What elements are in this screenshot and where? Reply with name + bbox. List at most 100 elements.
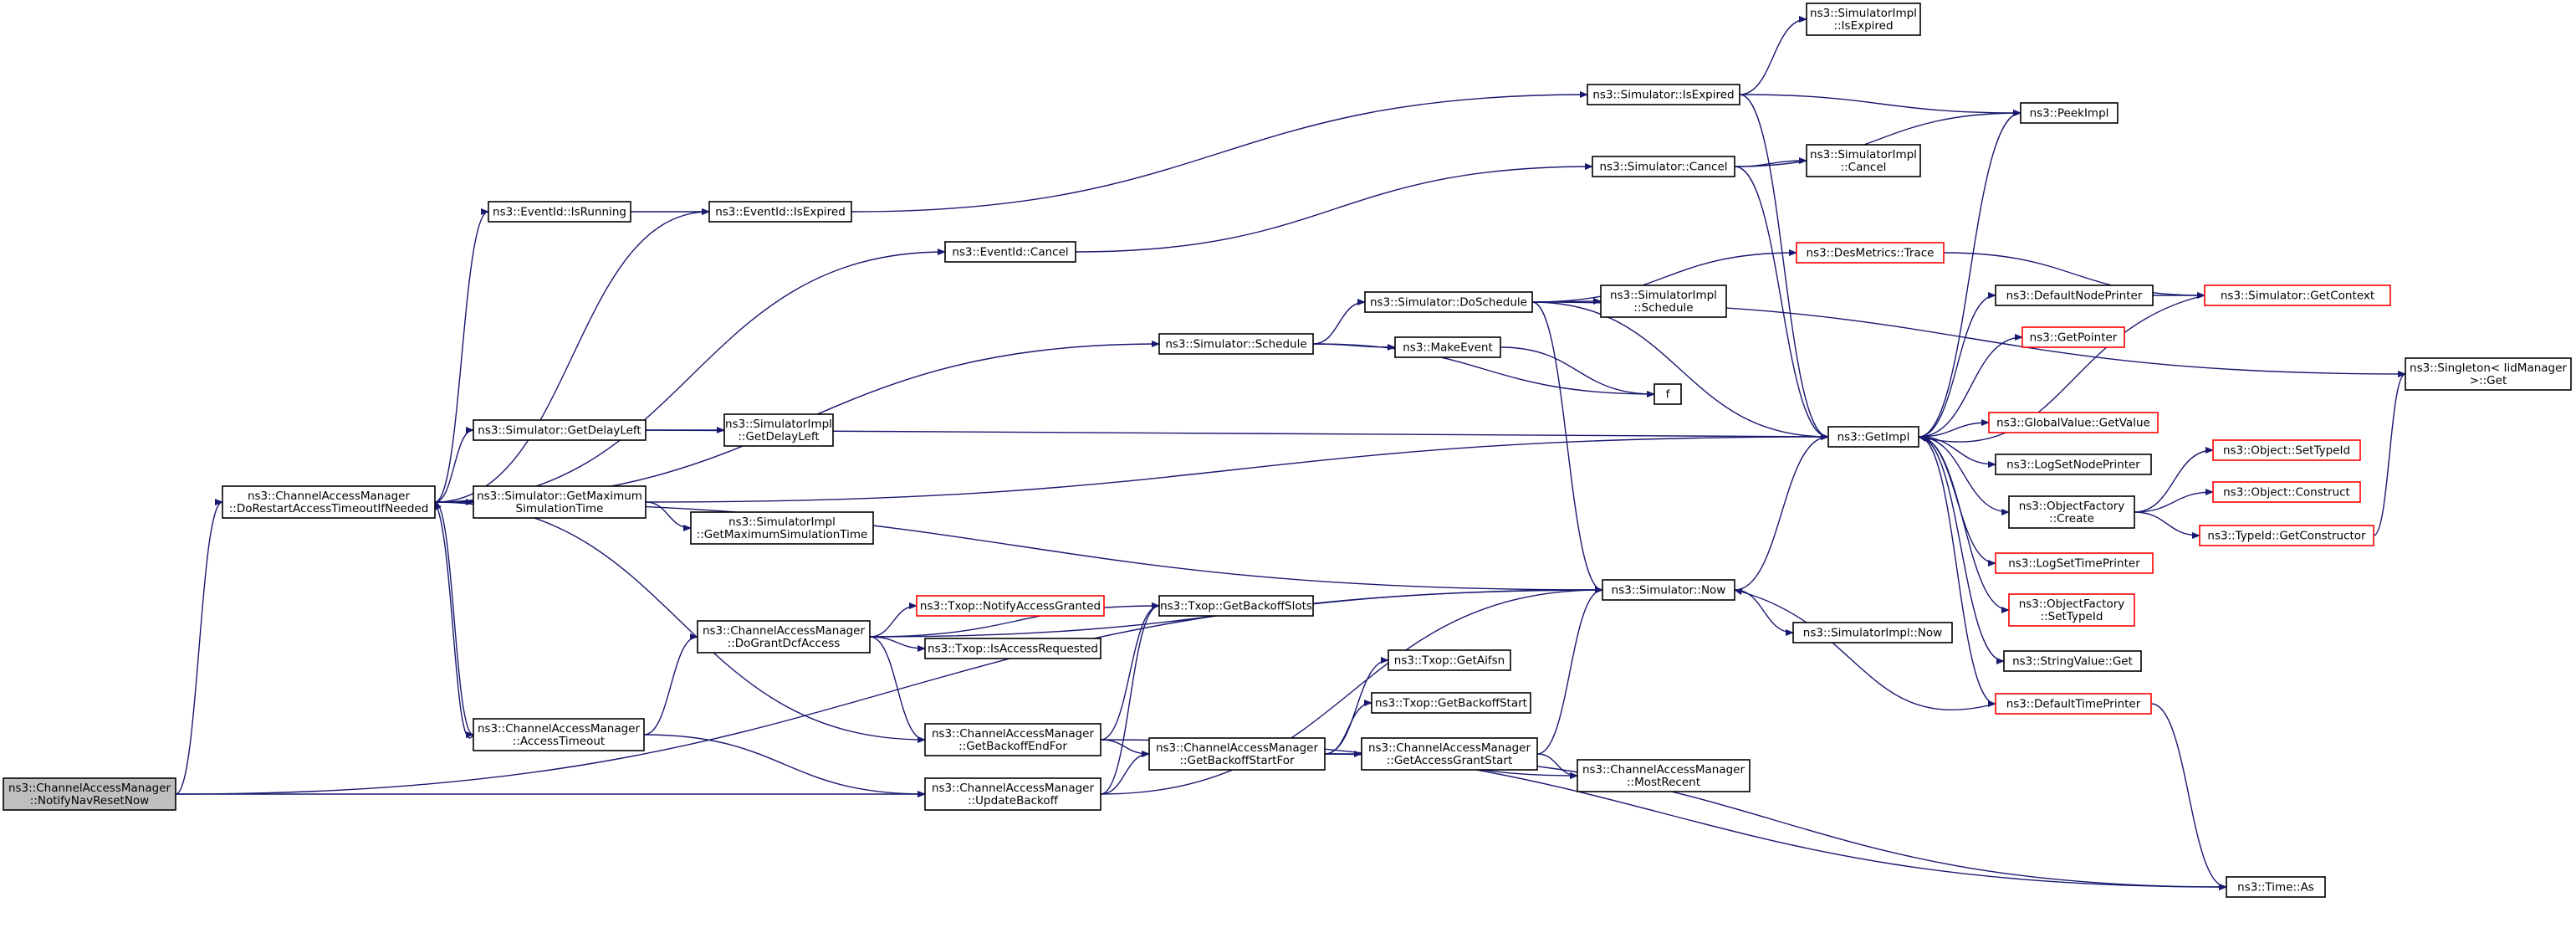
node-logSetTimePrinter[interactable]: ns3::LogSetTimePrinter <box>1995 552 2154 574</box>
node-label: ns3::Txop::IsAccessRequested <box>928 643 1098 656</box>
node-txopNotify[interactable]: ns3::Txop::NotifyAccessGranted <box>916 595 1105 617</box>
node-peekImpl[interactable]: ns3::PeekImpl <box>2020 102 2119 124</box>
node-stringValueGet[interactable]: ns3::StringValue::Get <box>2003 650 2142 672</box>
node-label: ::GetDelayLeft <box>738 430 819 443</box>
node-label: ::DoRestartAccessTimeoutIfNeeded <box>229 502 429 515</box>
edge-doRestart-to-accessTimeout <box>434 501 474 738</box>
node-label: ns3::SimulatorImpl <box>1610 289 1717 302</box>
node-simNow[interactable]: ns3::Simulator::Now <box>1602 579 1735 601</box>
node-getAccessGrant[interactable]: ns3::ChannelAccessManager::GetAccessGran… <box>1361 737 1538 771</box>
node-label: ::AccessTimeout <box>513 735 605 748</box>
node-box <box>473 718 645 751</box>
node-defaultNodePrinter[interactable]: ns3::DefaultNodePrinter <box>1995 285 2154 306</box>
node-box <box>1602 579 1735 601</box>
node-logSetNodePrinter[interactable]: ns3::LogSetNodePrinter <box>1995 454 2152 475</box>
edge-typeIdGetCtor-to-singletonGet <box>2373 371 2406 536</box>
node-simGetMaxTime[interactable]: ns3::Simulator::GetMaximumSimulationTime <box>473 485 647 519</box>
edge-simNow-to-getImpl <box>1734 433 1829 591</box>
node-box <box>2212 481 2361 503</box>
node-implNow[interactable]: ns3::SimulatorImpl::Now <box>1792 622 1953 643</box>
edge-getBackoffEnd-to-txopBackoffSlots <box>1100 602 1160 741</box>
node-notifyNav[interactable]: ns3::ChannelAccessManager::NotifyNavRese… <box>3 777 176 811</box>
node-box <box>916 595 1105 617</box>
node-doGrant[interactable]: ns3::ChannelAccessManager::DoGrantDcfAcc… <box>697 620 871 654</box>
node-simGetDelayLeft[interactable]: ns3::Simulator::GetDelayLeft <box>473 419 647 441</box>
node-getBackoffStart[interactable]: ns3::ChannelAccessManager::GetBackoffSta… <box>1148 737 1326 771</box>
node-label: ns3::ChannelAccessManager <box>932 727 1095 741</box>
node-label: ns3::EventId::IsRunning <box>493 206 626 219</box>
node-label: ns3::LogSetTimePrinter <box>2008 557 2140 571</box>
node-label: ns3::GetImpl <box>1837 431 1910 444</box>
node-box <box>1361 737 1538 771</box>
node-box <box>1158 595 1314 617</box>
node-simIsExpired[interactable]: ns3::Simulator::IsExpired <box>1587 84 1740 105</box>
node-accessTimeout[interactable]: ns3::ChannelAccessManager::AccessTimeout <box>473 718 645 751</box>
node-box <box>1587 84 1740 105</box>
edge-eventIsExpired-to-simIsExpired <box>851 91 1588 213</box>
edge-desTrace-to-simGetContext <box>1943 252 2205 299</box>
edge-getImpl-to-getPointer <box>1918 334 2023 438</box>
node-desTrace[interactable]: ns3::DesMetrics::Trace <box>1796 242 1945 264</box>
node-implIsExpired[interactable]: ns3::SimulatorImpl::IsExpired <box>1806 3 1921 36</box>
node-defaultTimePrinter[interactable]: ns3::DefaultTimePrinter <box>1995 693 2152 715</box>
node-objSetTypeId[interactable]: ns3::Object::SetTypeId <box>2212 439 2361 461</box>
node-box <box>708 201 852 223</box>
edge-doRestart-to-eventIsRunning <box>434 208 489 503</box>
node-mostRecent[interactable]: ns3::ChannelAccessManager::MostRecent <box>1577 759 1751 792</box>
node-globalValue[interactable]: ns3::GlobalValue::GetValue <box>1988 412 2159 433</box>
node-label: ::SetTypeId <box>2041 610 2103 623</box>
node-implGetMaxTime[interactable]: ns3::SimulatorImpl::GetMaximumSimulation… <box>690 511 874 545</box>
node-box <box>944 241 1076 263</box>
node-box <box>690 511 874 545</box>
edge-simDoSchedule-to-getImpl <box>1531 301 1829 440</box>
node-label: >::Get <box>2470 374 2507 387</box>
node-objFactoryCreate[interactable]: ns3::ObjectFactory::Create <box>2008 495 2135 529</box>
node-implGetDelayLeft[interactable]: ns3::SimulatorImpl::GetDelayLeft <box>723 413 834 447</box>
node-label: ns3::ObjectFactory <box>2019 597 2125 611</box>
edge-simDoSchedule-to-simNow <box>1531 301 1603 593</box>
node-eventIsRunning[interactable]: ns3::EventId::IsRunning <box>488 201 631 223</box>
node-singletonGet[interactable]: ns3::Singleton< IidManager >::Get <box>2405 357 2572 391</box>
node-getPointer[interactable]: ns3::GetPointer <box>2021 326 2125 348</box>
node-getImpl[interactable]: ns3::GetImpl <box>1827 426 1919 448</box>
node-label: ns3::ChannelAccessManager <box>1156 741 1319 755</box>
node-objFactorySetTypeId[interactable]: ns3::ObjectFactory::SetTypeId <box>2008 593 2135 627</box>
node-makeEvent[interactable]: ns3::MakeEvent <box>1394 336 1501 358</box>
node-getBackoffEnd[interactable]: ns3::ChannelAccessManager::GetBackoffEnd… <box>924 723 1101 756</box>
node-box <box>1394 336 1501 358</box>
node-timeAs[interactable]: ns3::Time::As <box>2226 876 2326 898</box>
node-simDoSchedule[interactable]: ns3::Simulator::DoSchedule <box>1364 291 1533 313</box>
edge-getBackoffStart-to-txopBackoffStart <box>1324 700 1372 755</box>
node-txopAifsn[interactable]: ns3::Txop::GetAifsn <box>1388 649 1511 671</box>
node-txopIsReq[interactable]: ns3::Txop::IsAccessRequested <box>924 638 1101 659</box>
node-label: ns3::EventId::IsExpired <box>715 206 846 219</box>
edge-getAccessGrant-to-mostRecent <box>1536 753 1578 779</box>
edge-getBackoffEnd-to-getBackoffStart <box>1100 739 1150 757</box>
node-label: ns3::Txop::GetBackoffSlots <box>1160 600 1312 613</box>
node-box <box>2008 593 2135 627</box>
node-label: ns3::GetPointer <box>2030 331 2118 345</box>
node-doRestart[interactable]: ns3::ChannelAccessManager::DoRestartAcce… <box>222 485 436 519</box>
node-simCancel[interactable]: ns3::Simulator::Cancel <box>1592 156 1735 177</box>
node-f[interactable]: f <box>1653 383 1682 405</box>
node-box <box>1388 649 1511 671</box>
node-txopBackoffStart[interactable]: ns3::Txop::GetBackoffStart <box>1371 692 1531 714</box>
node-box <box>1995 693 2152 715</box>
node-eventCancel[interactable]: ns3::EventId::Cancel <box>944 241 1076 263</box>
node-label: ns3::Simulator::Cancel <box>1599 161 1727 174</box>
node-eventIsExpired[interactable]: ns3::EventId::IsExpired <box>708 201 852 223</box>
node-implSchedule[interactable]: ns3::SimulatorImpl::Schedule <box>1600 285 1727 318</box>
node-label: ::GetAccessGrantStart <box>1387 754 1512 767</box>
node-simGetContext[interactable]: ns3::Simulator::GetContext <box>2204 285 2391 306</box>
node-txopBackoffSlots[interactable]: ns3::Txop::GetBackoffSlots <box>1158 595 1314 617</box>
node-objConstruct[interactable]: ns3::Object::Construct <box>2212 481 2361 503</box>
node-simSchedule[interactable]: ns3::Simulator::Schedule <box>1158 333 1314 355</box>
edge-doRestart-to-simGetDelayLeft <box>434 427 474 503</box>
node-typeIdGetCtor[interactable]: ns3::TypeId::GetConstructor <box>2199 525 2374 546</box>
node-label: ns3::ChannelAccessManager <box>248 490 411 503</box>
edge-accessTimeout-to-updateBackoff <box>643 734 926 797</box>
node-updateBackoff[interactable]: ns3::ChannelAccessManager::UpdateBackoff <box>924 777 1101 811</box>
node-box <box>723 413 834 447</box>
node-implCancel[interactable]: ns3::SimulatorImpl::Cancel <box>1806 144 1921 177</box>
node-label: ns3::GlobalValue::GetValue <box>1996 417 2150 430</box>
